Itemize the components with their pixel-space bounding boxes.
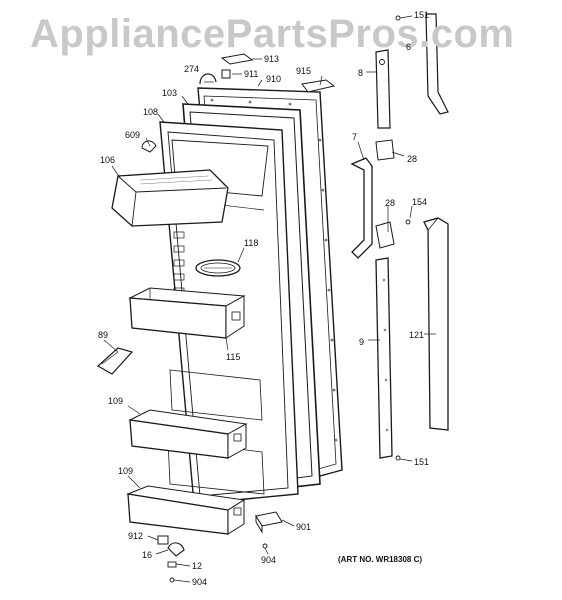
callout-8: 8 <box>358 68 364 78</box>
watermark-logo: AppliancePartsPros.com <box>30 12 515 56</box>
callout-89: 89 <box>98 330 109 340</box>
callout-904-mid: 904 <box>261 555 277 565</box>
callout-28-top: 28 <box>407 154 418 164</box>
callout-103: 103 <box>162 88 178 98</box>
callout-106: 106 <box>100 155 116 165</box>
callout-121: 121 <box>409 330 425 340</box>
callout-7: 7 <box>352 132 358 142</box>
door-shelf-115 <box>128 287 246 339</box>
hinge-hardware-bottom <box>157 535 268 583</box>
callout-609: 609 <box>125 130 141 140</box>
callout-109-bottom: 109 <box>118 466 134 476</box>
hinge-pieces-right <box>375 13 449 129</box>
callout-118: 118 <box>244 238 259 248</box>
callout-108: 108 <box>143 107 159 117</box>
callout-151-top: 151 <box>414 10 430 20</box>
leader-lines <box>103 15 436 583</box>
callout-154: 154 <box>412 197 428 207</box>
handle-brackets <box>375 139 411 249</box>
callout-911: 911 <box>244 69 259 79</box>
oval-insert <box>195 259 241 277</box>
art-number: (ART NO. WR18308 C) <box>338 555 423 564</box>
callout-12: 12 <box>192 561 203 571</box>
callout-16: 16 <box>142 550 153 560</box>
part-901 <box>255 511 283 534</box>
door-bin-109-lower <box>126 485 246 535</box>
trim-strip-121 <box>423 217 449 431</box>
dairy-compartment <box>111 169 229 227</box>
callout-912: 912 <box>128 531 144 541</box>
trim-strip-9 <box>375 257 401 461</box>
callout-115: 115 <box>226 352 241 362</box>
callout-901: 901 <box>296 522 312 532</box>
callout-915: 915 <box>296 66 312 76</box>
butter-door-89 <box>96 347 134 375</box>
callout-151-bottom: 151 <box>414 457 430 467</box>
callout-913: 913 <box>264 54 280 64</box>
top-hinge-hardware <box>141 53 336 153</box>
callout-6: 6 <box>406 42 412 52</box>
door-handle <box>350 157 373 259</box>
callout-910: 910 <box>266 74 282 84</box>
callout-28-mid: 28 <box>385 198 396 208</box>
callout-274: 274 <box>184 64 200 74</box>
callout-109-top: 109 <box>108 396 124 406</box>
callout-9: 9 <box>359 337 365 347</box>
door-bin-109-upper <box>128 409 248 459</box>
callout-904-bottom: 904 <box>192 577 208 587</box>
